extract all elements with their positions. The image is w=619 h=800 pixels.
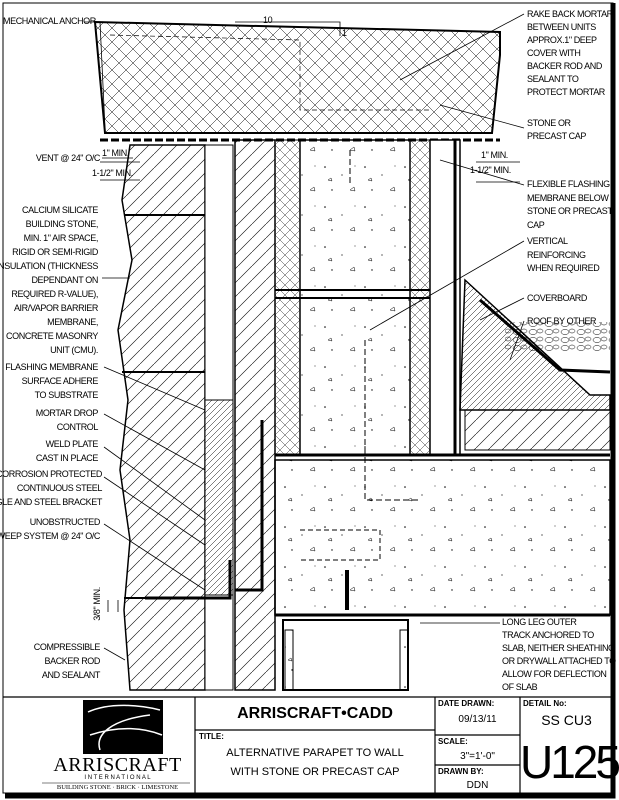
label-line: REINFORCING xyxy=(527,249,586,260)
label-vent: VENT @ 24" O/C xyxy=(35,153,100,163)
insulation xyxy=(234,139,276,691)
label-line: CAST IN PLACE xyxy=(35,453,99,463)
label-line: UNIT (CMU). xyxy=(50,345,98,355)
label-line: MIN. 1" AIR SPACE, xyxy=(23,233,99,243)
date-value: 09/13/11 xyxy=(458,714,497,725)
label-line: ANGLE AND STEEL BRACKET xyxy=(0,497,102,507)
label-line: ALLOW FOR DEFLECTION xyxy=(502,669,607,679)
title-label: TITLE: xyxy=(199,732,224,741)
label-line: DEPENDANT ON xyxy=(31,275,98,285)
label-line: RIGID OR SEMI-RIGID xyxy=(12,247,98,257)
label-line: FLASHING MEMBRANE xyxy=(5,362,98,372)
detail-label: DETAIL No: xyxy=(523,699,567,708)
label-stone-cap: STONE OR PRECAST CAP xyxy=(527,117,586,143)
label-line: FLEXIBLE FLASHING xyxy=(527,179,610,189)
detail-number: U125 xyxy=(520,736,619,788)
logo-tagline: BUILDING STONE · BRICK · LIMESTONE xyxy=(56,784,179,791)
dim-slope-rise: 1 xyxy=(342,28,347,38)
logo-sub: I N T E R N A T I O N A L xyxy=(84,775,151,781)
title-line: ALTERNATIVE PARAPET TO WALL xyxy=(226,747,404,759)
dim-right-1-min: 1" MIN. xyxy=(481,150,508,160)
label-line: AIR/VAPOR BARRIER xyxy=(13,303,98,313)
dim-slope-run: 10 xyxy=(263,15,273,25)
label-rake-back-mortar: RAKE BACK MORTAR BETWEEN UNITS APPROX.1" D… xyxy=(527,8,613,99)
label-weep-system: UNOBSTRUCTED WEEP SYSTEM @ 24" O/C xyxy=(0,515,100,543)
label-line: CORROSION PROTECTED xyxy=(0,469,102,479)
label-line: RAKE BACK MORTAR xyxy=(527,9,613,19)
label-line: STONE OR xyxy=(527,118,571,128)
label-line: VERTICAL xyxy=(527,236,568,246)
label-line: WEEP SYSTEM @ 24" O/C xyxy=(0,531,100,541)
scale-value: 3"=1'-0" xyxy=(460,751,495,762)
label-line: CALCIUM SILICATE xyxy=(22,205,98,215)
label-line: SLAB, NEITHER SHEATHING xyxy=(502,643,615,653)
label-line: OR DRYWALL ATTACHED TO xyxy=(502,656,616,666)
label-calcium-silicate: CALCIUM SILICATE BUILDING STONE, MIN. 1" A… xyxy=(0,203,98,357)
label-line: UNOBSTRUCTED xyxy=(29,517,101,527)
dim-left-1-5-min: 1-1/2" MIN. xyxy=(92,168,133,178)
label-line: TO SUBSTRATE xyxy=(34,390,99,400)
label-line: MORTAR DROP xyxy=(35,408,99,418)
label-line: STONE OR PRECAST xyxy=(527,206,613,216)
label-line: CONTROL xyxy=(56,422,99,432)
label-line: WHEN REQUIRED xyxy=(527,263,600,273)
label-line: APPROX.1" DEEP xyxy=(527,35,597,45)
label-weld-plate: WELD PLATE CAST IN PLACE xyxy=(35,437,99,465)
steel-track xyxy=(282,619,409,691)
label-line: BACKER ROD xyxy=(44,656,100,666)
drawn-by-value: DDN xyxy=(466,780,489,791)
label-roof: ROOF BY OTHER xyxy=(527,316,597,326)
label-line: AND SEALANT xyxy=(41,670,101,680)
scale-label: SCALE: xyxy=(438,737,468,746)
label-line: SURFACE ADHERE xyxy=(21,376,99,386)
logo-name: ARRISCRAFT xyxy=(53,754,182,776)
label-line: PRECAST CAP xyxy=(527,131,586,141)
label-line: INSULATION (THICKNESS xyxy=(0,261,98,271)
label-vertical-reinforcing: VERTICAL REINFORCING WHEN REQUIRED xyxy=(527,235,600,276)
dim-left-1-min: 1" MIN. xyxy=(102,148,129,158)
label-corrosion-protected: CORROSION PROTECTED CONTINUOUS STEEL ANGLE… xyxy=(0,467,102,509)
label-line: OF SLAB xyxy=(502,682,538,692)
detail-code: SS CU3 xyxy=(541,712,592,728)
drawn-by-label: DRAWN BY: xyxy=(438,767,484,776)
drawing-title: ALTERNATIVE PARAPET TO WALL WITH STONE OR… xyxy=(195,744,435,782)
label-line: CAP xyxy=(527,219,545,230)
label-flashing-membrane: FLASHING MEMBRANE SURFACE ADHERE TO SUBSTR… xyxy=(5,360,98,402)
label-line: TRACK ANCHORED TO xyxy=(502,630,594,640)
label-backer-rod: COMPRESSIBLE BACKER ROD AND SEALANT xyxy=(33,640,101,682)
label-line: CONTINUOUS STEEL xyxy=(16,483,103,493)
label-line: BETWEEN UNITS xyxy=(527,22,596,32)
label-line: LONG LEG OUTER xyxy=(502,617,577,627)
label-line: COMPRESSIBLE xyxy=(33,642,101,652)
label-line: MEMBRANE, xyxy=(47,317,98,327)
cadd-title: ARRISCRAFT•CADD xyxy=(237,705,393,722)
label-line: BUILDING STONE, xyxy=(25,219,99,229)
label-mortar-drop: MORTAR DROP CONTROL xyxy=(35,406,99,434)
logo-mark xyxy=(83,700,163,754)
label-line: MEMBRANE BELOW xyxy=(527,192,609,203)
label-track: LONG LEG OUTER TRACK ANCHORED TO SLAB, NEI… xyxy=(502,616,616,694)
label-coverboard: COVERBOARD xyxy=(527,293,588,303)
dim-right-1-5-min: 1-1/2" MIN. xyxy=(470,165,511,175)
label-line: REQUIRED R-VALUE), xyxy=(11,289,98,299)
date-label: DATE DRAWN: xyxy=(438,699,495,708)
label-line: CONCRETE MASONRY xyxy=(6,331,98,341)
label-line: WELD PLATE xyxy=(45,439,99,449)
label-line: COVER WITH xyxy=(527,48,581,58)
label-line: PROTECT MORTAR xyxy=(527,87,605,97)
label-line: SEALANT TO xyxy=(527,74,579,84)
label-flexible-flashing: FLEXIBLE FLASHING MEMBRANE BELOW STONE OR … xyxy=(527,178,613,232)
title-line: WITH STONE OR PRECAST CAP xyxy=(230,766,400,778)
label-line: BACKER ROD AND xyxy=(527,61,602,71)
label-mechanical-anchor: MECHANICAL ANCHOR xyxy=(3,16,96,26)
stone-cap xyxy=(93,20,501,134)
